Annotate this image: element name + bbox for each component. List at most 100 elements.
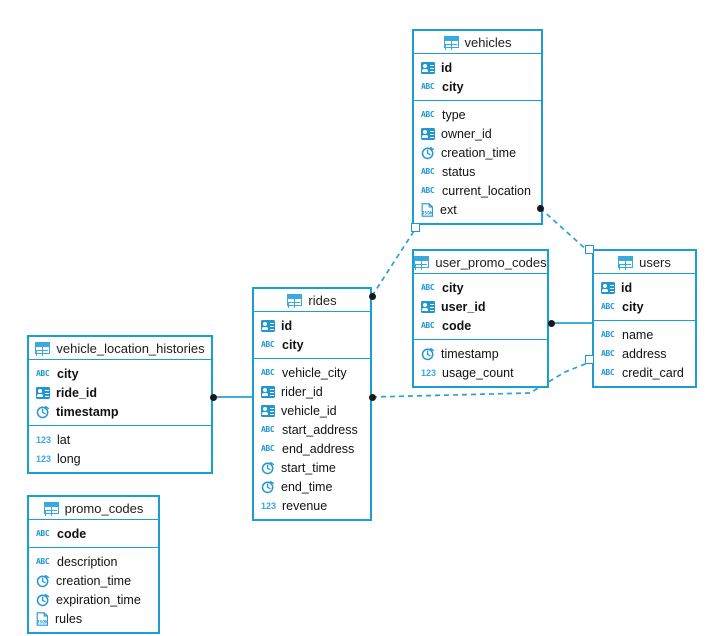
- field-row-expiration_time[interactable]: expiration_time: [29, 590, 158, 609]
- field-label: creation_time: [441, 145, 517, 160]
- field-row-creation_time[interactable]: creation_time: [29, 571, 158, 590]
- field-row-timestamp[interactable]: timestamp: [29, 402, 211, 421]
- abc-string-icon: ABC: [261, 367, 275, 377]
- field-row-timestamp[interactable]: timestamp: [414, 344, 547, 363]
- abc-string-icon: ABC: [421, 185, 435, 195]
- abc-string-icon: ABC: [601, 301, 615, 311]
- field-label: end_time: [281, 479, 333, 494]
- field-label: rules: [55, 611, 83, 626]
- field-label: name: [622, 327, 654, 342]
- field-label: type: [442, 107, 466, 122]
- field-label: revenue: [282, 498, 328, 513]
- connector-target-marker-vehicles-to-users: [585, 245, 594, 254]
- clock-icon: [261, 461, 275, 475]
- field-label: start_time: [281, 460, 336, 475]
- field-row-vehicle_id[interactable]: vehicle_id: [254, 401, 370, 420]
- svg-text:JSON: JSON: [422, 210, 433, 216]
- field-row-id[interactable]: id: [414, 58, 541, 77]
- id-badge-icon: [421, 61, 435, 74]
- connector-source-marker-vlh-to-rides: [210, 394, 217, 401]
- field-label: rider_id: [281, 384, 323, 399]
- field-label: city: [57, 366, 79, 381]
- json-document-icon: JSON: [36, 611, 49, 626]
- field-label: timestamp: [441, 346, 499, 361]
- field-label: creation_time: [56, 573, 132, 588]
- connector-rides-to-vehicles: [371, 230, 415, 297]
- field-row-code[interactable]: ABC code: [29, 524, 158, 543]
- table-header[interactable]: users: [594, 251, 695, 274]
- field-row-id[interactable]: id: [594, 278, 695, 297]
- abc-string-icon: ABC: [261, 443, 275, 453]
- field-label: city: [442, 280, 464, 295]
- table-header[interactable]: vehicles: [414, 31, 541, 54]
- field-label: id: [281, 318, 293, 333]
- table-grid-icon: [618, 256, 634, 268]
- field-row-ext[interactable]: JSON ext: [414, 200, 541, 219]
- 123-number-icon: 123: [36, 453, 52, 464]
- field-row-id[interactable]: id: [254, 316, 370, 335]
- connector-source-marker-vehicles-to-users: [537, 205, 544, 212]
- field-row-type[interactable]: ABC type: [414, 105, 541, 124]
- field-label: vehicle_city: [282, 365, 347, 380]
- table-grid-icon: [443, 36, 459, 48]
- field-label: city: [282, 337, 304, 352]
- field-row-rules[interactable]: JSON rules: [29, 609, 158, 628]
- field-row-ride_id[interactable]: ride_id: [29, 383, 211, 402]
- id-badge-icon: [36, 386, 50, 399]
- field-row-start_time[interactable]: start_time: [254, 458, 370, 477]
- field-label: ext: [440, 202, 457, 217]
- field-row-end_time[interactable]: end_time: [254, 477, 370, 496]
- connector-vehicles-to-users: [539, 207, 590, 253]
- connector-source-marker-rides-to-users: [369, 394, 376, 401]
- field-label: vehicle_id: [281, 403, 337, 418]
- field-row-rider_id[interactable]: rider_id: [254, 382, 370, 401]
- field-label: lat: [57, 432, 71, 447]
- field-row-owner_id[interactable]: owner_id: [414, 124, 541, 143]
- id-badge-icon: [421, 300, 435, 313]
- svg-text:JSON: JSON: [37, 619, 48, 625]
- abc-string-icon: ABC: [421, 109, 435, 119]
- table-header[interactable]: vehicle_location_histories: [29, 337, 211, 360]
- abc-string-icon: ABC: [36, 528, 50, 538]
- field-label: city: [442, 79, 464, 94]
- connector-source-marker-promo-to-users: [548, 320, 555, 327]
- table-header[interactable]: user_promo_codes: [414, 251, 547, 274]
- field-row-vehicle_city[interactable]: ABC vehicle_city: [254, 363, 370, 382]
- field-row-user_id[interactable]: user_id: [414, 297, 547, 316]
- field-label: code: [442, 318, 472, 333]
- field-row-creation_time[interactable]: creation_time: [414, 143, 541, 162]
- table-header[interactable]: rides: [254, 289, 370, 312]
- abc-string-icon: ABC: [601, 348, 615, 358]
- field-label: ride_id: [56, 385, 97, 400]
- field-label: code: [57, 526, 87, 541]
- table-header[interactable]: promo_codes: [29, 497, 158, 520]
